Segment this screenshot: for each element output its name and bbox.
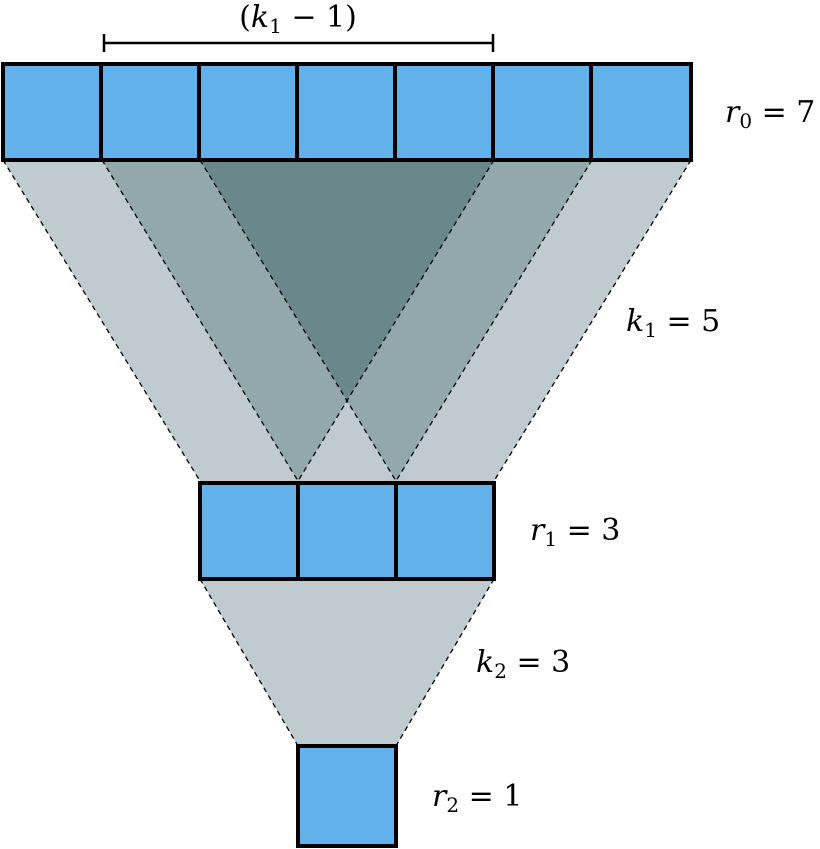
kernel-1-cones <box>2 159 692 482</box>
label-r0: r0 = 7 <box>725 95 815 133</box>
layer-r1 <box>198 481 496 581</box>
label-r2: r2 = 1 <box>432 779 522 817</box>
layer-cell <box>1 62 103 162</box>
layer-cell <box>589 62 693 162</box>
layer-cell <box>296 744 398 848</box>
layer-cell <box>198 481 300 581</box>
label-r1: r1 = 3 <box>530 513 620 551</box>
layer-cell <box>197 62 299 162</box>
cone-overlap-dark <box>200 160 494 400</box>
label-k2: k2 = 3 <box>476 645 570 683</box>
layer-cell <box>99 62 201 162</box>
layer-r2 <box>296 744 398 848</box>
layer-cell <box>394 481 496 581</box>
kernel-2-cone <box>199 578 495 747</box>
layer-r0 <box>1 62 693 162</box>
bracket-label: (k1 − 1) <box>239 0 357 38</box>
layer-cell <box>296 481 398 581</box>
label-k1: k1 = 5 <box>626 304 720 342</box>
layer-cell <box>491 62 593 162</box>
layer-cell <box>295 62 397 162</box>
cone-lower <box>200 579 494 746</box>
kernel-span-bracket <box>102 34 495 52</box>
layer-cell <box>393 62 495 162</box>
